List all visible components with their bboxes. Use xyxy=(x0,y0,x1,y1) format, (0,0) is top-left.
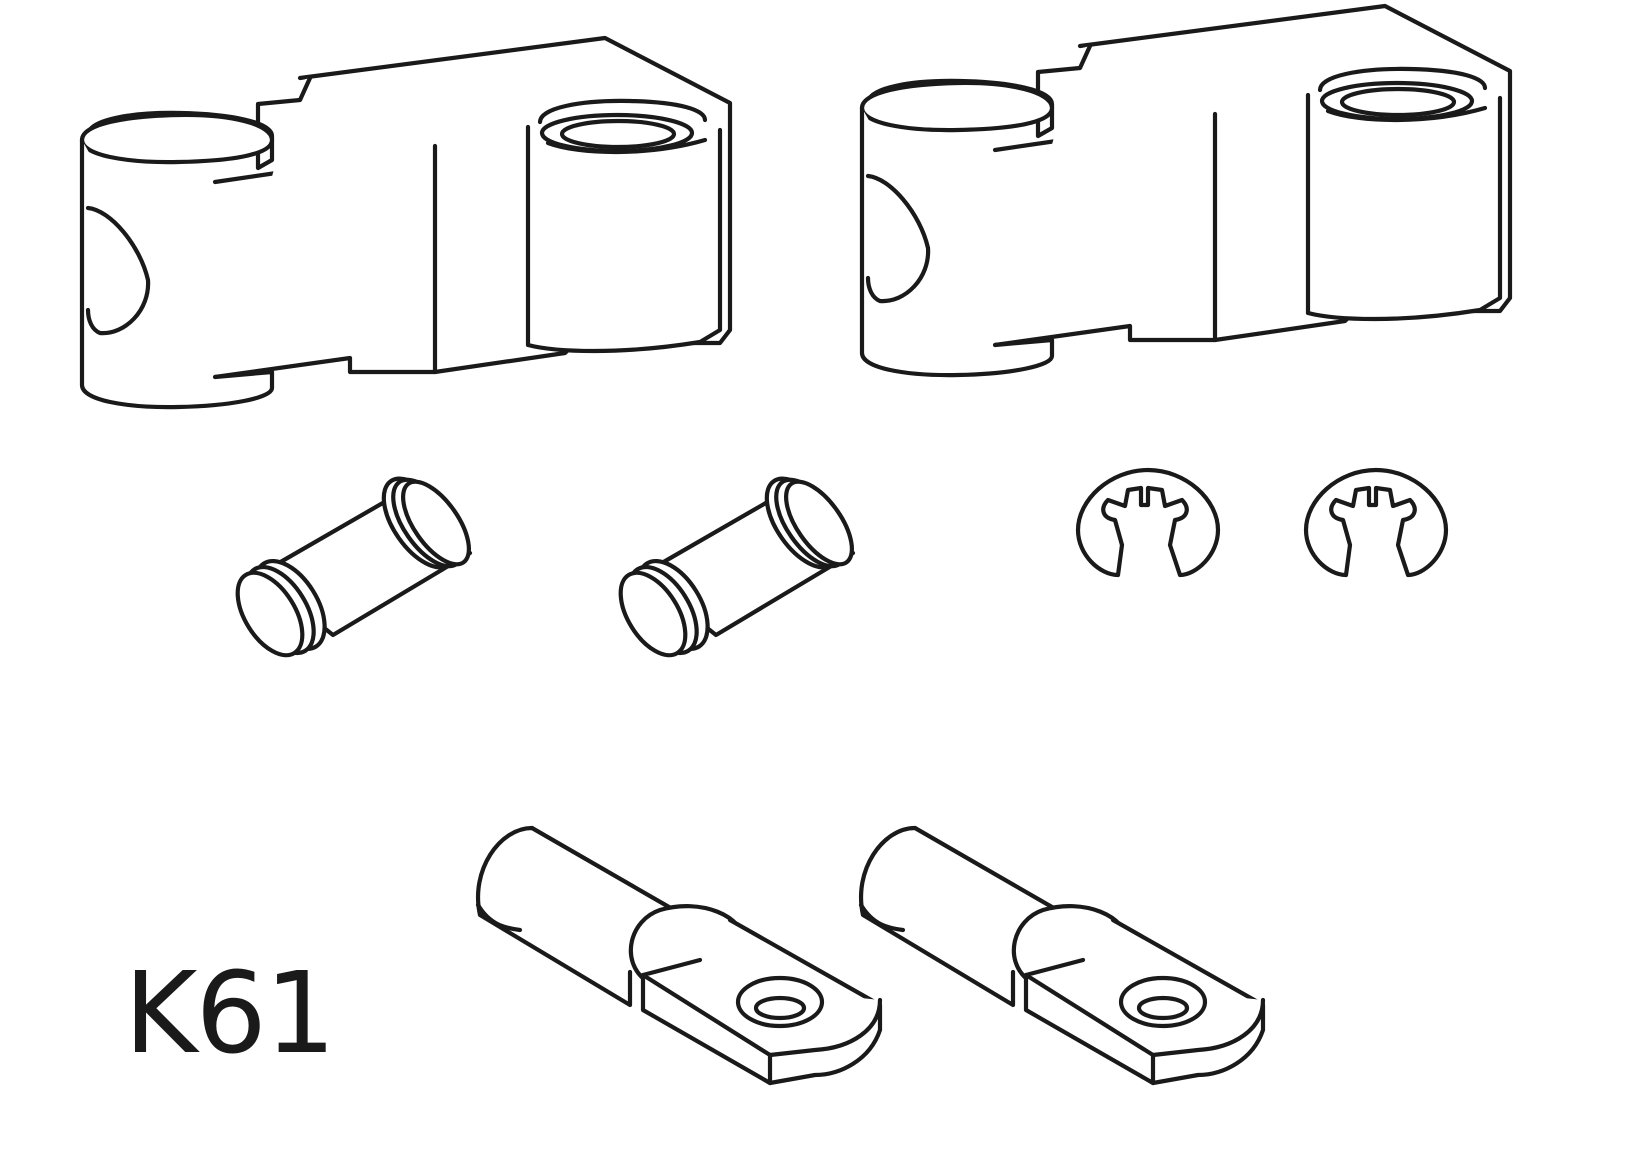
part-number-label: K61 xyxy=(124,949,336,1079)
cable-lug-left xyxy=(478,828,880,1083)
bushing-left xyxy=(224,466,481,666)
bushing-right xyxy=(607,466,864,666)
hinge-bracket-left xyxy=(82,38,730,407)
e-clip-left xyxy=(1078,470,1218,575)
e-clip-right xyxy=(1306,470,1446,575)
cable-lug-right xyxy=(861,828,1263,1083)
hinge-bracket-right xyxy=(862,6,1510,375)
